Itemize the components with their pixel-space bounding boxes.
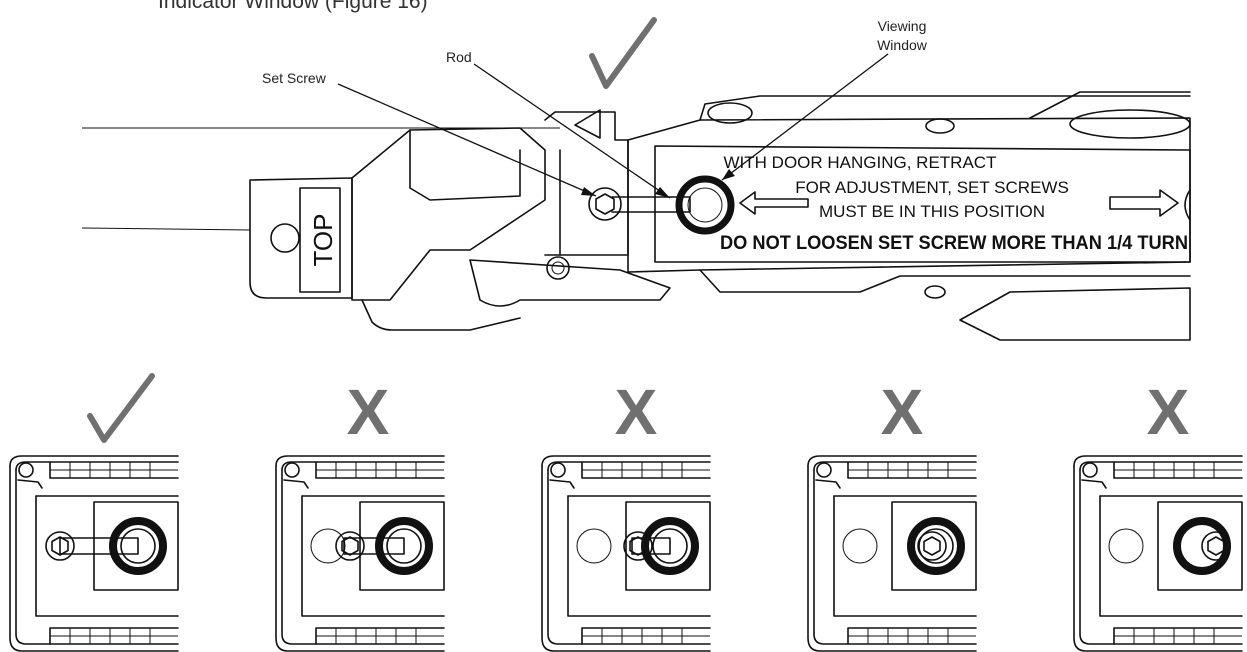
bracket-body — [351, 109, 629, 331]
position-2-detail — [276, 456, 444, 651]
rod-leader — [473, 63, 671, 199]
position-5-detail — [1074, 456, 1242, 651]
position-3-x-mark: X — [615, 376, 658, 448]
position-1-detail — [10, 456, 178, 651]
viewing-window — [675, 175, 735, 235]
right-window-partial — [1184, 189, 1191, 221]
decal-panel: WITH DOOR HANGING, RETRACT FOR ADJUSTMEN… — [627, 91, 1191, 341]
right-arrow-icon — [1109, 189, 1179, 217]
viewing-window-leader — [721, 53, 889, 181]
position-3-detail — [542, 456, 710, 651]
top-nut — [707, 102, 753, 124]
position-4-x-mark: X — [881, 376, 924, 448]
main-check-mark — [589, 17, 657, 89]
lower-screw — [546, 256, 570, 280]
main-assembly: TOP — [81, 91, 1191, 341]
decal-line-3: MUST BE IN THIS POSITION — [819, 202, 1045, 221]
tab-hole — [270, 223, 300, 253]
set-screw-leader — [337, 83, 597, 197]
rod — [611, 196, 691, 213]
decal-line-4: DO NOT LOOSEN SET SCREW MORE THAN 1/4 TU… — [720, 233, 1188, 254]
decal-line-1: WITH DOOR HANGING, RETRACT — [724, 153, 997, 172]
left-arrow-icon — [739, 191, 809, 215]
viewing-window-label-2: Window — [877, 37, 928, 53]
position-4-detail — [808, 456, 976, 651]
figure-caption: Indicator Window (Figure 16) — [158, 0, 428, 13]
position-2-x-mark: X — [347, 376, 390, 448]
arm-line-lower — [81, 227, 251, 231]
rod-label: Rod — [446, 49, 472, 65]
viewing-window-label-1: Viewing — [878, 18, 927, 34]
tab-top-label: TOP — [308, 214, 338, 267]
position-marks: X X X X — [87, 373, 1190, 448]
set-screw-label: Set Screw — [262, 70, 327, 86]
top-bolt — [925, 118, 955, 134]
set-screw — [588, 187, 622, 221]
lower-bracket — [469, 256, 671, 307]
decal-line-2: FOR ADJUSTMENT, SET SCREWS — [795, 178, 1069, 197]
top-tab: TOP — [249, 177, 353, 299]
callouts: Set Screw Rod Viewing Window — [262, 18, 928, 199]
position-1-check-mark — [87, 373, 155, 443]
position-5-x-mark: X — [1147, 376, 1190, 448]
